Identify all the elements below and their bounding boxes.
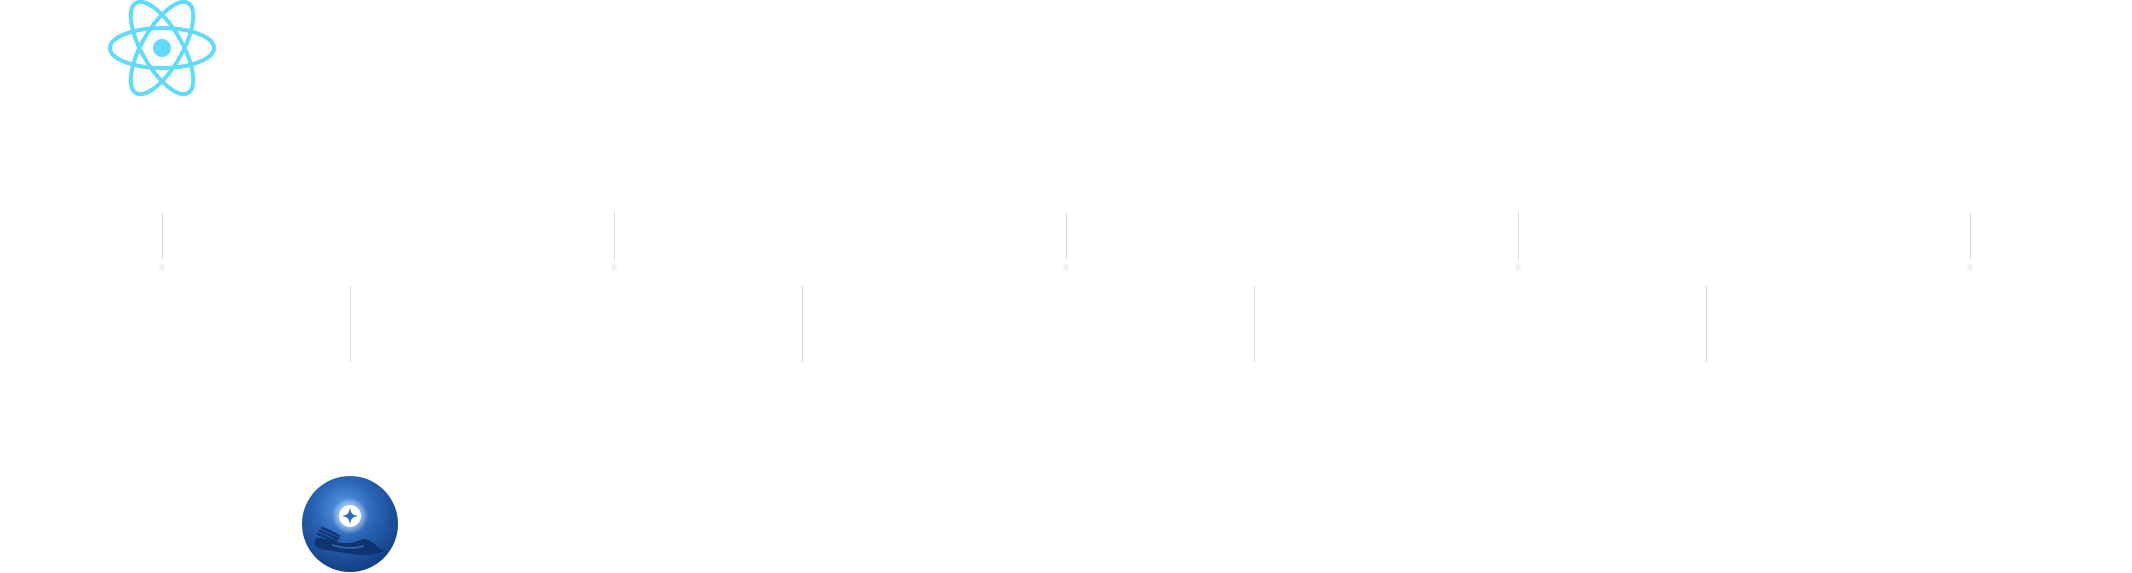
timeline-dot-4 — [1515, 264, 1521, 270]
timeline-tick-lower-1 — [350, 286, 351, 362]
timeline-tick-lower-2 — [802, 286, 803, 362]
timeline-tick-upper-1 — [162, 212, 163, 260]
timeline-tick-lower-4 — [1706, 286, 1707, 362]
timeline-tick-upper-2 — [614, 212, 615, 260]
timeline-dot-5 — [1967, 264, 1973, 270]
timeline-dot-3 — [1063, 264, 1069, 270]
timeline-tick-upper-3 — [1066, 212, 1067, 260]
timeline-dot-1 — [159, 264, 165, 270]
timeline-tick-lower-3 — [1254, 286, 1255, 362]
timeline-tick-upper-5 — [1970, 212, 1971, 260]
react-atom-icon — [108, 0, 216, 96]
hand-with-sparkle-icon — [302, 476, 398, 572]
timeline-dot-2 — [611, 264, 617, 270]
timeline-tick-upper-4 — [1518, 212, 1519, 260]
